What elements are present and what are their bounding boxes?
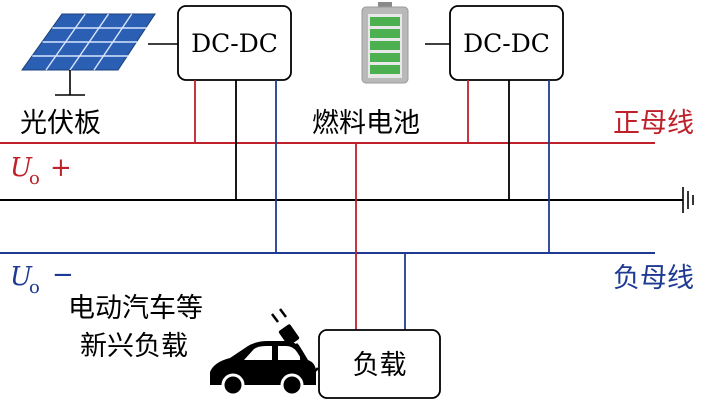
negative-voltage-symbol: U	[10, 262, 33, 292]
electric-car-icon	[210, 341, 316, 397]
positive-voltage-symbol: U	[10, 153, 33, 183]
negative-voltage-subscript: o	[29, 277, 40, 298]
ev-label-line2: 新兴负载	[80, 331, 188, 362]
solar-panel-label: 光伏板	[20, 108, 101, 139]
dc-dc-converter-left-label: DC-DC	[191, 29, 278, 58]
fuel-cell-battery-icon	[361, 2, 409, 84]
positive-voltage-sign: +	[50, 153, 72, 183]
negative-voltage-sign: −	[52, 260, 74, 290]
ground-icon	[682, 187, 694, 213]
negative-voltage-label: U o −	[10, 260, 74, 298]
dc-dc-converter-right	[449, 5, 564, 81]
positive-voltage-label: U o +	[10, 153, 72, 189]
positive-voltage-subscript: o	[29, 168, 40, 189]
ev-label-line1: 电动汽车等	[68, 293, 203, 324]
load-label: 负载	[353, 350, 407, 381]
negative-bus-label: 负母线	[613, 263, 694, 294]
load-box	[318, 329, 441, 399]
dc-dc-converter-left	[177, 5, 292, 81]
dc-dc-converter-right-label: DC-DC	[463, 29, 550, 58]
solar-panel-icon	[21, 13, 156, 96]
positive-bus-label: 正母线	[613, 108, 694, 139]
charging-plug-icon	[271, 308, 319, 375]
fuel-cell-label: 燃料电池	[312, 108, 420, 139]
